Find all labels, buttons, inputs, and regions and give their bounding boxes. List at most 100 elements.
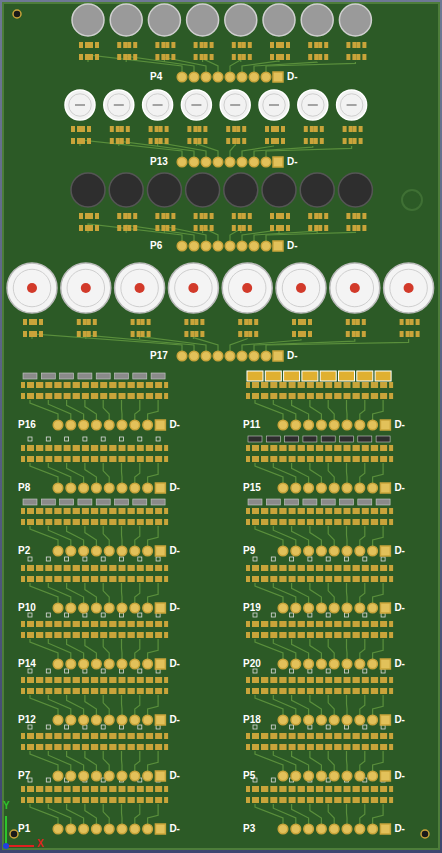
smd-pad (365, 733, 369, 739)
silk-outline (271, 613, 275, 617)
smd-pad (158, 733, 162, 739)
smd-pad (110, 126, 114, 132)
sensor-mark (269, 105, 279, 106)
smd-pad (39, 393, 43, 399)
connector-label: P8 (18, 482, 30, 494)
sensor-ring (336, 269, 374, 307)
smd-pad (356, 54, 360, 60)
smd-pad (67, 688, 71, 694)
header-pad (143, 546, 153, 556)
smd-pad (67, 456, 71, 462)
smd-pad (416, 331, 420, 337)
smd-pad (127, 225, 131, 231)
smd-pad (292, 688, 296, 694)
smd-pad (328, 393, 332, 399)
smd-pad (389, 733, 393, 739)
smd-pad (280, 42, 284, 48)
smd-pad (273, 733, 277, 739)
smd-pad (122, 456, 126, 462)
smd-pad (39, 677, 43, 683)
smd-pad (246, 445, 250, 451)
smd-pad (255, 688, 259, 694)
header-pad (329, 659, 339, 669)
smd-pad (122, 744, 126, 750)
smd-pad (353, 138, 357, 144)
smd-pad (85, 445, 89, 451)
smd-pad (292, 744, 296, 750)
smd-pad (319, 445, 323, 451)
smd-pad (319, 519, 323, 525)
copper-trace (203, 59, 218, 72)
smd-pad (374, 677, 378, 683)
header-pad (79, 603, 89, 613)
smd-pad (246, 621, 250, 627)
smd-pad (298, 319, 302, 325)
header-pad (304, 771, 314, 781)
sensor-disc (337, 90, 367, 120)
copper-trace (328, 526, 334, 546)
header-pad (130, 715, 140, 725)
smd-pad (116, 138, 120, 144)
sensor-logo (135, 283, 145, 293)
smd-pad (30, 508, 34, 514)
copper-trace (135, 751, 140, 771)
smd-pad (338, 456, 342, 462)
copper-trace (121, 639, 123, 659)
header-pad (92, 483, 102, 493)
smd-pad (365, 382, 369, 388)
smd-pad (310, 677, 314, 683)
smd-pad (131, 733, 135, 739)
smd-pad (83, 319, 87, 325)
sensor-disc (262, 173, 296, 207)
header-pad (304, 420, 314, 430)
smd-pad (200, 331, 204, 337)
smd-pad (356, 786, 360, 792)
smd-pad (140, 382, 144, 388)
smd-pad (319, 456, 323, 462)
smd-pad (164, 519, 168, 525)
smd-pad (310, 565, 314, 571)
smd-pad (103, 688, 107, 694)
smd-pad (131, 331, 135, 337)
copper-trace (373, 463, 384, 483)
sensor-mark (308, 105, 318, 106)
header-pad (304, 546, 314, 556)
smd-pad (94, 519, 98, 525)
copper-trace (48, 583, 71, 603)
smd-pad (281, 138, 285, 144)
smd-pad (328, 733, 332, 739)
smd-pad (39, 508, 43, 514)
copper-trace (135, 463, 140, 483)
smd-pad (127, 42, 131, 48)
ic-package (78, 499, 92, 505)
smd-pad (94, 445, 98, 451)
header-pad (342, 715, 352, 725)
sensor-disc (181, 90, 211, 120)
silk-outline (138, 613, 142, 617)
header-pad (304, 715, 314, 725)
smd-pad (248, 225, 252, 231)
smd-pad (328, 744, 332, 750)
header-pad (225, 157, 235, 167)
header-pad (291, 659, 301, 669)
smd-pad (356, 519, 360, 525)
smd-pad (255, 797, 259, 803)
copper-trace (373, 400, 384, 420)
silk-outline (253, 613, 257, 617)
smd-pad (204, 225, 208, 231)
header-pad (278, 659, 288, 669)
header-pad (201, 72, 211, 82)
smd-pad (58, 733, 62, 739)
smd-pad (283, 632, 287, 638)
smd-pad (95, 213, 99, 219)
smd-pad (343, 126, 347, 132)
smd-pad (155, 54, 159, 60)
sensor-ring (146, 94, 169, 117)
smd-pad (87, 319, 91, 325)
copper-trace (273, 695, 296, 715)
smd-pad (164, 677, 168, 683)
smd-pad (273, 744, 277, 750)
smd-pad (203, 126, 207, 132)
smd-pad (103, 393, 107, 399)
connector-label: P14 (18, 658, 36, 670)
